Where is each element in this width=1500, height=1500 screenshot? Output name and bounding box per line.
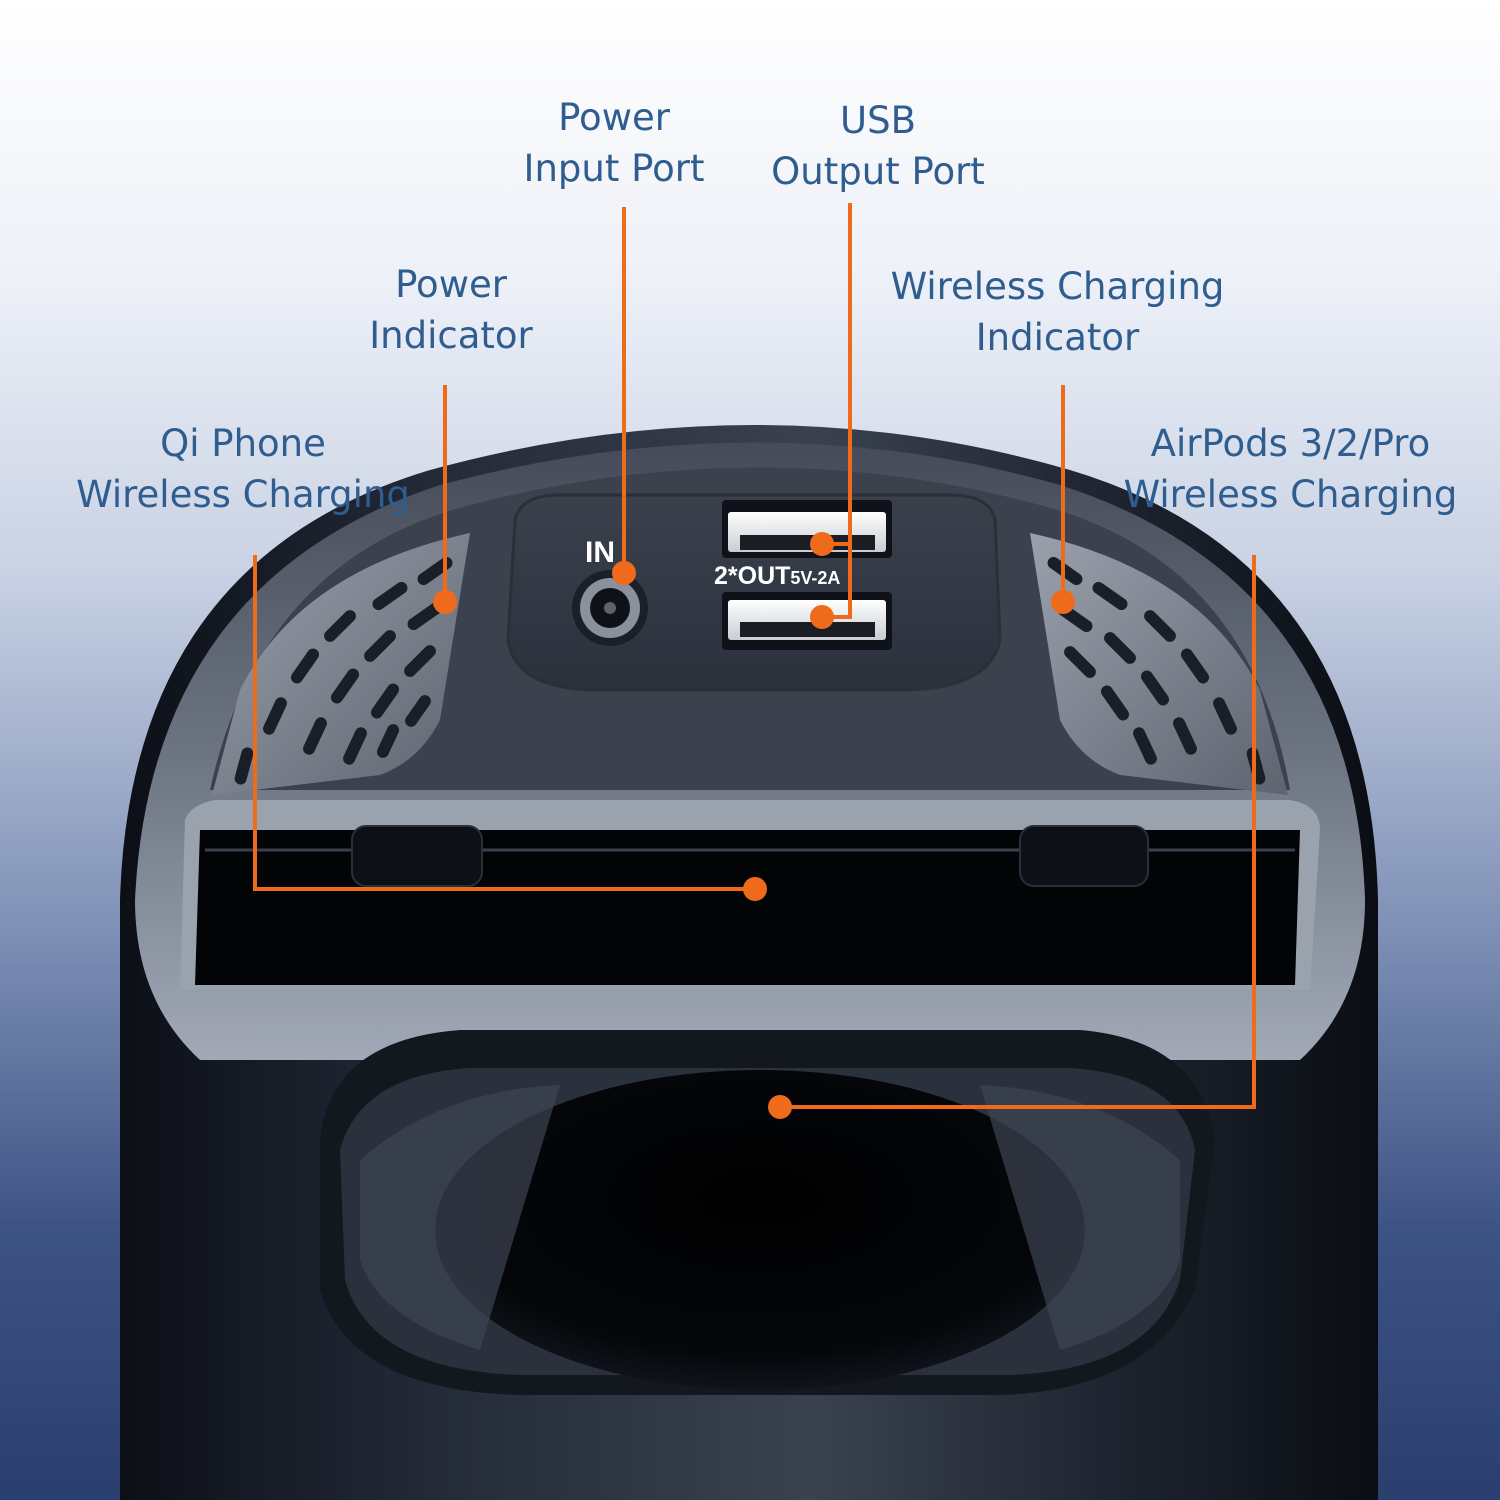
label-power-input-line2: Input Port xyxy=(523,147,705,190)
callout-dot-power-input xyxy=(612,561,636,585)
usb-out-marking: 2*OUT5V-2A xyxy=(714,562,840,590)
usb-out-spec: 5V-2A xyxy=(790,568,840,588)
label-airpods-line2: Wireless Charging xyxy=(1123,473,1458,516)
usb-port-top xyxy=(722,500,892,558)
label-power-indicator-line1: Power xyxy=(395,263,507,306)
label-power-input-line1: Power xyxy=(558,96,670,139)
label-qi-phone-line1: Qi Phone xyxy=(160,422,326,465)
label-usb-output-line1: USB xyxy=(840,99,916,142)
callout-dot-airpods xyxy=(768,1095,792,1119)
dc-input-jack xyxy=(572,570,648,646)
usb-out-main: 2*OUT xyxy=(714,562,790,590)
label-usb-output-line2: Output Port xyxy=(771,150,985,193)
airpods-cup xyxy=(320,1030,1215,1395)
callout-dot-wireless-indicator xyxy=(1051,590,1075,614)
left-grille xyxy=(212,533,470,795)
label-airpods-line1: AirPods 3/2/Pro xyxy=(1150,422,1431,465)
in-port-marking: IN xyxy=(585,536,615,569)
label-qi-phone: Qi Phone Wireless Charging xyxy=(68,418,418,520)
label-qi-phone-line2: Wireless Charging xyxy=(76,473,410,516)
callout-lines xyxy=(253,203,1256,1109)
label-wireless-indicator: Wireless Charging Indicator xyxy=(880,261,1235,363)
callout-dot-qi-phone xyxy=(743,877,767,901)
label-usb-output: USB Output Port xyxy=(748,95,1008,197)
label-wireless-indicator-line2: Indicator xyxy=(975,316,1140,359)
callout-dot-power-indicator xyxy=(433,590,457,614)
label-power-indicator-line2: Indicator xyxy=(369,314,533,357)
label-airpods: AirPods 3/2/Pro Wireless Charging xyxy=(1118,418,1463,520)
callout-line-qi-phone xyxy=(253,555,755,891)
label-power-indicator: Power Indicator xyxy=(336,259,566,361)
callout-line-airpods xyxy=(780,555,1256,1109)
callout-dot-usb-bottom xyxy=(810,605,834,629)
usb-port-bottom xyxy=(722,592,892,650)
label-power-input: Power Input Port xyxy=(494,92,734,194)
label-wireless-indicator-line1: Wireless Charging xyxy=(890,265,1225,308)
